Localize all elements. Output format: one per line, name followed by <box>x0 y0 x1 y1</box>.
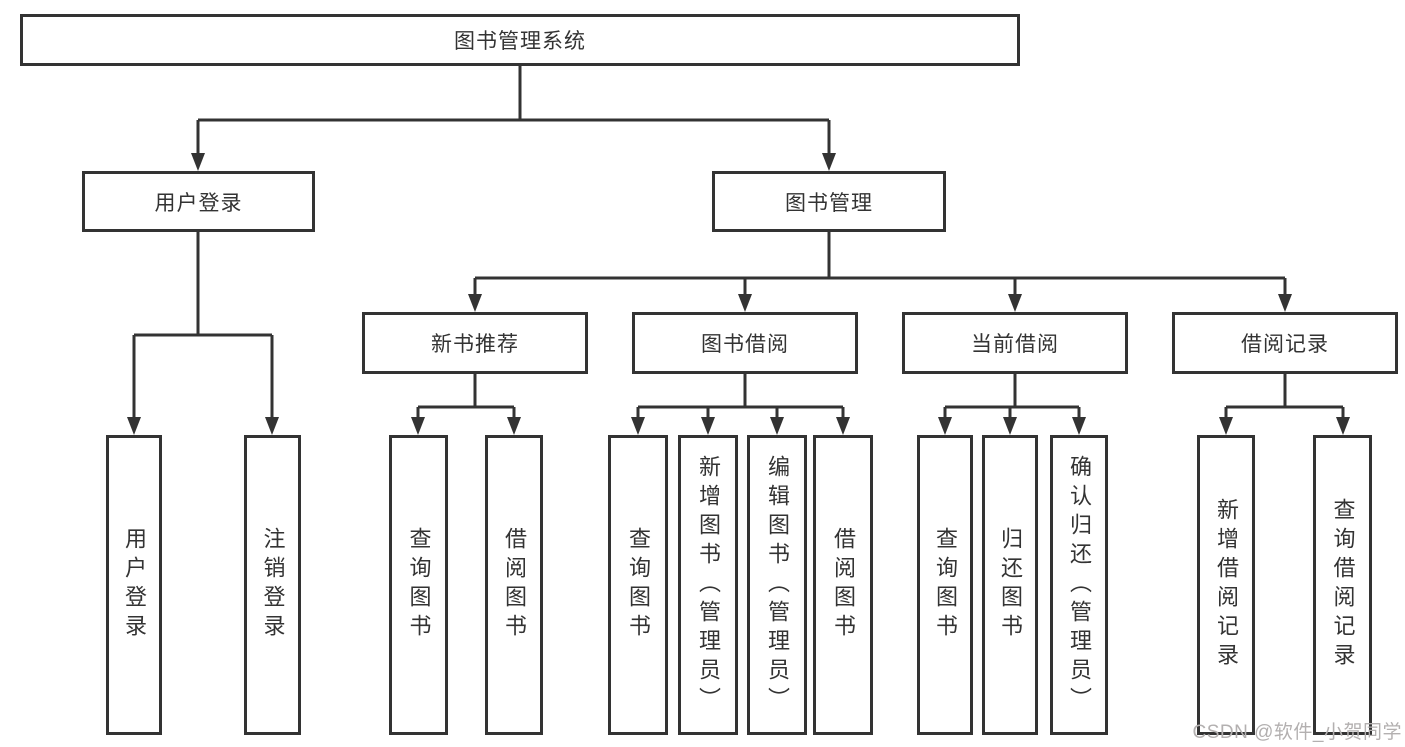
node-new-book-recommend: 新书推荐 <box>362 312 588 374</box>
node-current-borrowing: 当前借阅 <box>902 312 1128 374</box>
arrow-down-icon <box>1072 417 1086 435</box>
leaf-confirm-return-admin: 确认归还（管理员） <box>1050 435 1108 735</box>
arrow-down-icon <box>836 417 850 435</box>
leaf-return-books: 归还图书 <box>982 435 1038 735</box>
arrow-down-icon <box>1219 417 1233 435</box>
arrowheads <box>127 153 1350 435</box>
arrow-down-icon <box>411 417 425 435</box>
arrow-down-icon <box>507 417 521 435</box>
node-root-system: 图书管理系统 <box>20 14 1020 66</box>
arrow-down-icon <box>265 417 279 435</box>
leaf-add-books-admin: 新增图书（管理员） <box>678 435 738 735</box>
leaf-borrow-books-2: 借阅图书 <box>813 435 873 735</box>
leaf-query-borrow-record: 查询借阅记录 <box>1313 435 1372 735</box>
arrow-down-icon <box>738 294 752 312</box>
arrow-down-icon <box>770 417 784 435</box>
leaf-borrow-books-1: 借阅图书 <box>485 435 543 735</box>
arrow-down-icon <box>822 153 836 171</box>
leaf-user-login: 用户登录 <box>106 435 162 735</box>
arrow-down-icon <box>1336 417 1350 435</box>
leaf-edit-books-admin: 编辑图书（管理员） <box>747 435 807 735</box>
arrow-down-icon <box>191 153 205 171</box>
arrow-down-icon <box>701 417 715 435</box>
node-book-management: 图书管理 <box>712 171 946 232</box>
leaf-logout: 注销登录 <box>244 435 301 735</box>
arrow-down-icon <box>1008 294 1022 312</box>
arrow-down-icon <box>468 294 482 312</box>
watermark: CSDN @软件_小贺同学 <box>1192 722 1402 743</box>
arrow-down-icon <box>938 417 952 435</box>
leaf-query-books-1: 查询图书 <box>389 435 448 735</box>
node-book-borrowing: 图书借阅 <box>632 312 858 374</box>
node-user-login: 用户登录 <box>82 171 315 232</box>
leaf-add-borrow-record: 新增借阅记录 <box>1197 435 1255 735</box>
node-borrowing-records: 借阅记录 <box>1172 312 1398 374</box>
arrow-down-icon <box>1278 294 1292 312</box>
leaf-query-books-2: 查询图书 <box>608 435 668 735</box>
arrow-down-icon <box>1003 417 1017 435</box>
arrow-down-icon <box>631 417 645 435</box>
leaf-query-books-3: 查询图书 <box>917 435 973 735</box>
arrow-down-icon <box>127 417 141 435</box>
